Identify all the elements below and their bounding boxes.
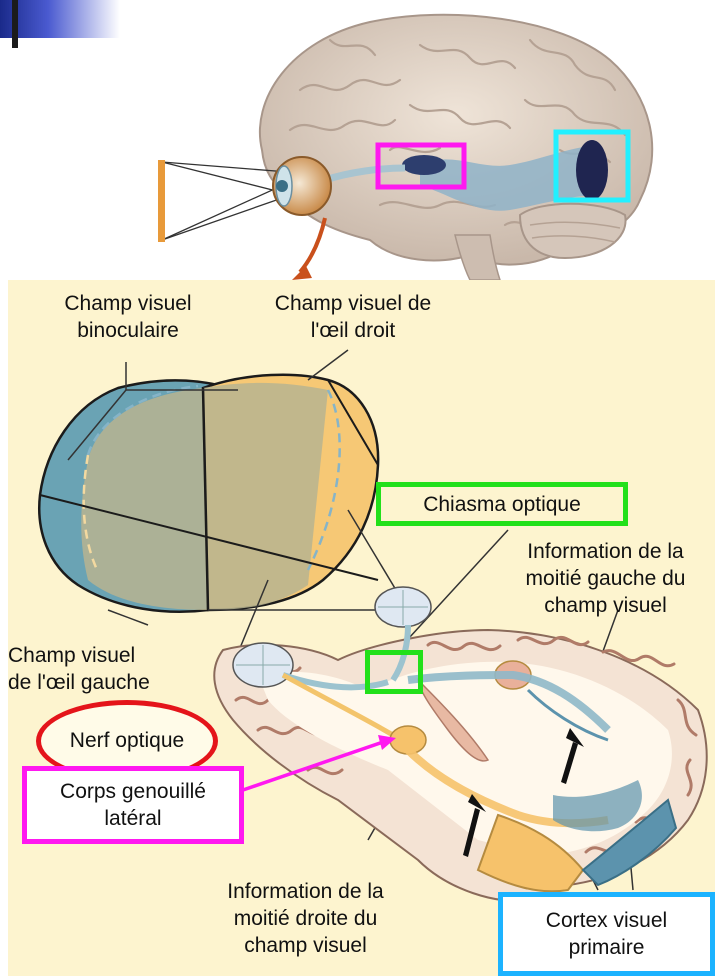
label-binocular-field: Champ visuel binoculaire bbox=[43, 290, 213, 344]
label-right-half-info: Information de la moitié droite du champ… bbox=[193, 878, 418, 959]
label-cortex-line1: Cortex visuel bbox=[546, 907, 667, 934]
label-cortex-line2: primaire bbox=[569, 934, 645, 961]
label-optic-nerve: Nerf optique bbox=[70, 729, 184, 753]
right-eye-icon bbox=[375, 587, 431, 627]
primary-cortex-label-box: Cortex visuel primaire bbox=[498, 892, 715, 976]
lgn-label-box: Corps genouillé latéral bbox=[22, 766, 244, 844]
label-left-eye-field: Champ visuel de l'œil gauche bbox=[8, 642, 218, 696]
left-eye-icon bbox=[233, 643, 293, 687]
viewed-object bbox=[158, 160, 165, 242]
label-lgn-line1: Corps genouillé bbox=[60, 778, 206, 805]
visual-field-diagram bbox=[39, 375, 378, 612]
brain-illustration bbox=[0, 0, 715, 280]
visual-pathway-panel: Champ visuel binoculaire Champ visuel de… bbox=[8, 280, 715, 976]
eye-icon bbox=[273, 157, 331, 215]
label-right-eye-field: Champ visuel de l'œil droit bbox=[248, 290, 458, 344]
arrow-icon bbox=[300, 218, 325, 272]
label-chiasma: Chiasma optique bbox=[423, 491, 581, 518]
label-left-half-info: Information de la moitié gauche du champ… bbox=[498, 538, 713, 619]
label-lgn-line2: latéral bbox=[104, 805, 161, 832]
chiasma-label-box: Chiasma optique bbox=[376, 482, 628, 526]
chiasma-highlight-box bbox=[365, 650, 423, 694]
lgn-structure bbox=[390, 726, 426, 754]
visual-pathway-svg bbox=[8, 280, 715, 976]
brain-slice bbox=[214, 587, 706, 901]
